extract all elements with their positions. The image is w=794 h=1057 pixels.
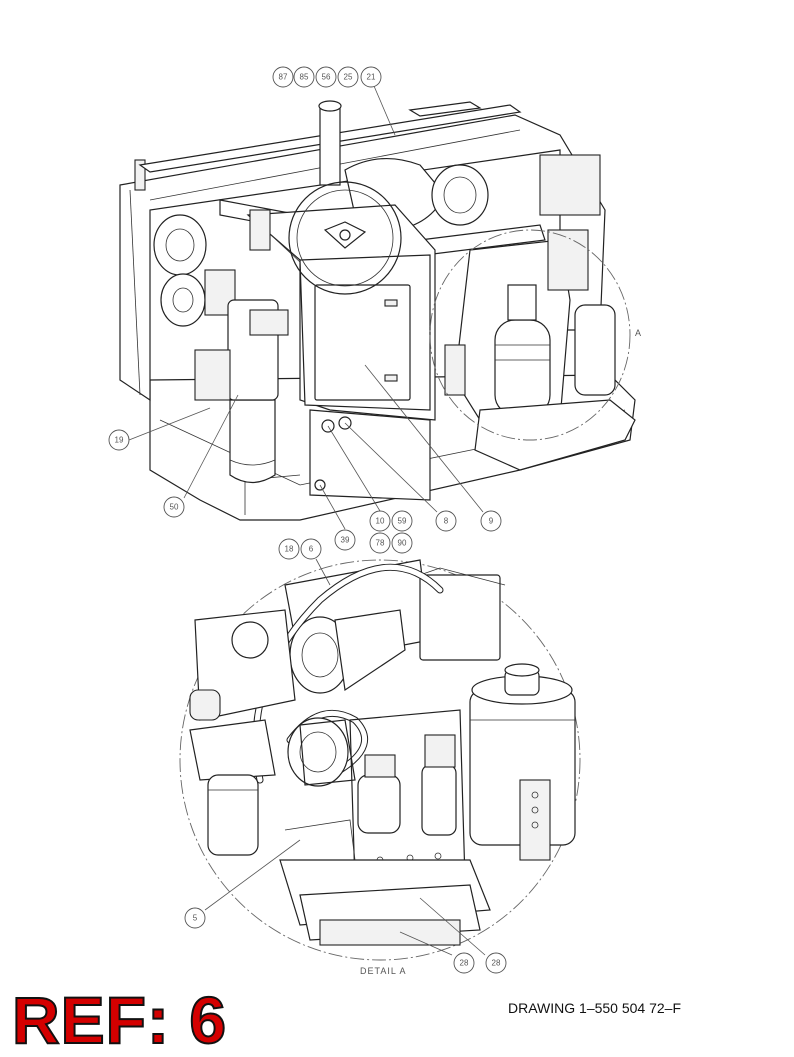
svg-text:5: 5 (193, 914, 198, 923)
svg-text:39: 39 (341, 536, 350, 545)
svg-text:90: 90 (398, 539, 407, 548)
svg-text:18: 18 (285, 545, 294, 554)
svg-text:10: 10 (376, 517, 385, 526)
callout-21: 21 (360, 66, 382, 88)
svg-text:25: 25 (344, 73, 353, 82)
svg-text:78: 78 (376, 539, 385, 548)
callout-87: 87 (272, 66, 294, 88)
callout-28-b: 28 (485, 952, 507, 974)
callout-90: 90 (391, 532, 413, 554)
svg-text:59: 59 (398, 517, 407, 526)
callout-78: 78 (369, 532, 391, 554)
callout-56: 56 (315, 66, 337, 88)
callout-19: 19 (108, 429, 130, 451)
callout-25: 25 (337, 66, 359, 88)
callout-18: 18 (278, 538, 300, 560)
callout-39: 39 (334, 529, 356, 551)
callout-59: 59 (391, 510, 413, 532)
svg-text:19: 19 (115, 436, 124, 445)
svg-text:87: 87 (279, 73, 288, 82)
callout-5: 5 (184, 907, 206, 929)
svg-text:9: 9 (489, 517, 494, 526)
svg-text:6: 6 (309, 545, 314, 554)
callout-85: 85 (293, 66, 315, 88)
callout-10: 10 (369, 510, 391, 532)
drawing-number: DRAWING 1–550 504 72–F (508, 1000, 682, 1016)
detail-a-caption: DETAIL A (360, 966, 407, 976)
detail-a-marker: A (635, 328, 642, 338)
svg-text:28: 28 (460, 959, 469, 968)
svg-text:50: 50 (170, 503, 179, 512)
callout-9: 9 (480, 510, 502, 532)
ref-label: REF: 6 (11, 983, 228, 1057)
svg-text:21: 21 (367, 73, 376, 82)
svg-text:56: 56 (322, 73, 331, 82)
svg-text:8: 8 (444, 517, 449, 526)
callout-8: 8 (435, 510, 457, 532)
svg-text:85: 85 (300, 73, 309, 82)
main-assembly-view: A (119, 100, 642, 521)
svg-text:28: 28 (492, 959, 501, 968)
callout-28-a: 28 (453, 952, 475, 974)
callouts: 87 85 56 25 21 19 50 39 10 59 78 90 8 9 … (108, 66, 507, 974)
detail-a-view: DETAIL A (179, 559, 581, 976)
callout-50: 50 (163, 496, 185, 518)
leader-lines (128, 85, 486, 956)
callout-6: 6 (300, 538, 322, 560)
